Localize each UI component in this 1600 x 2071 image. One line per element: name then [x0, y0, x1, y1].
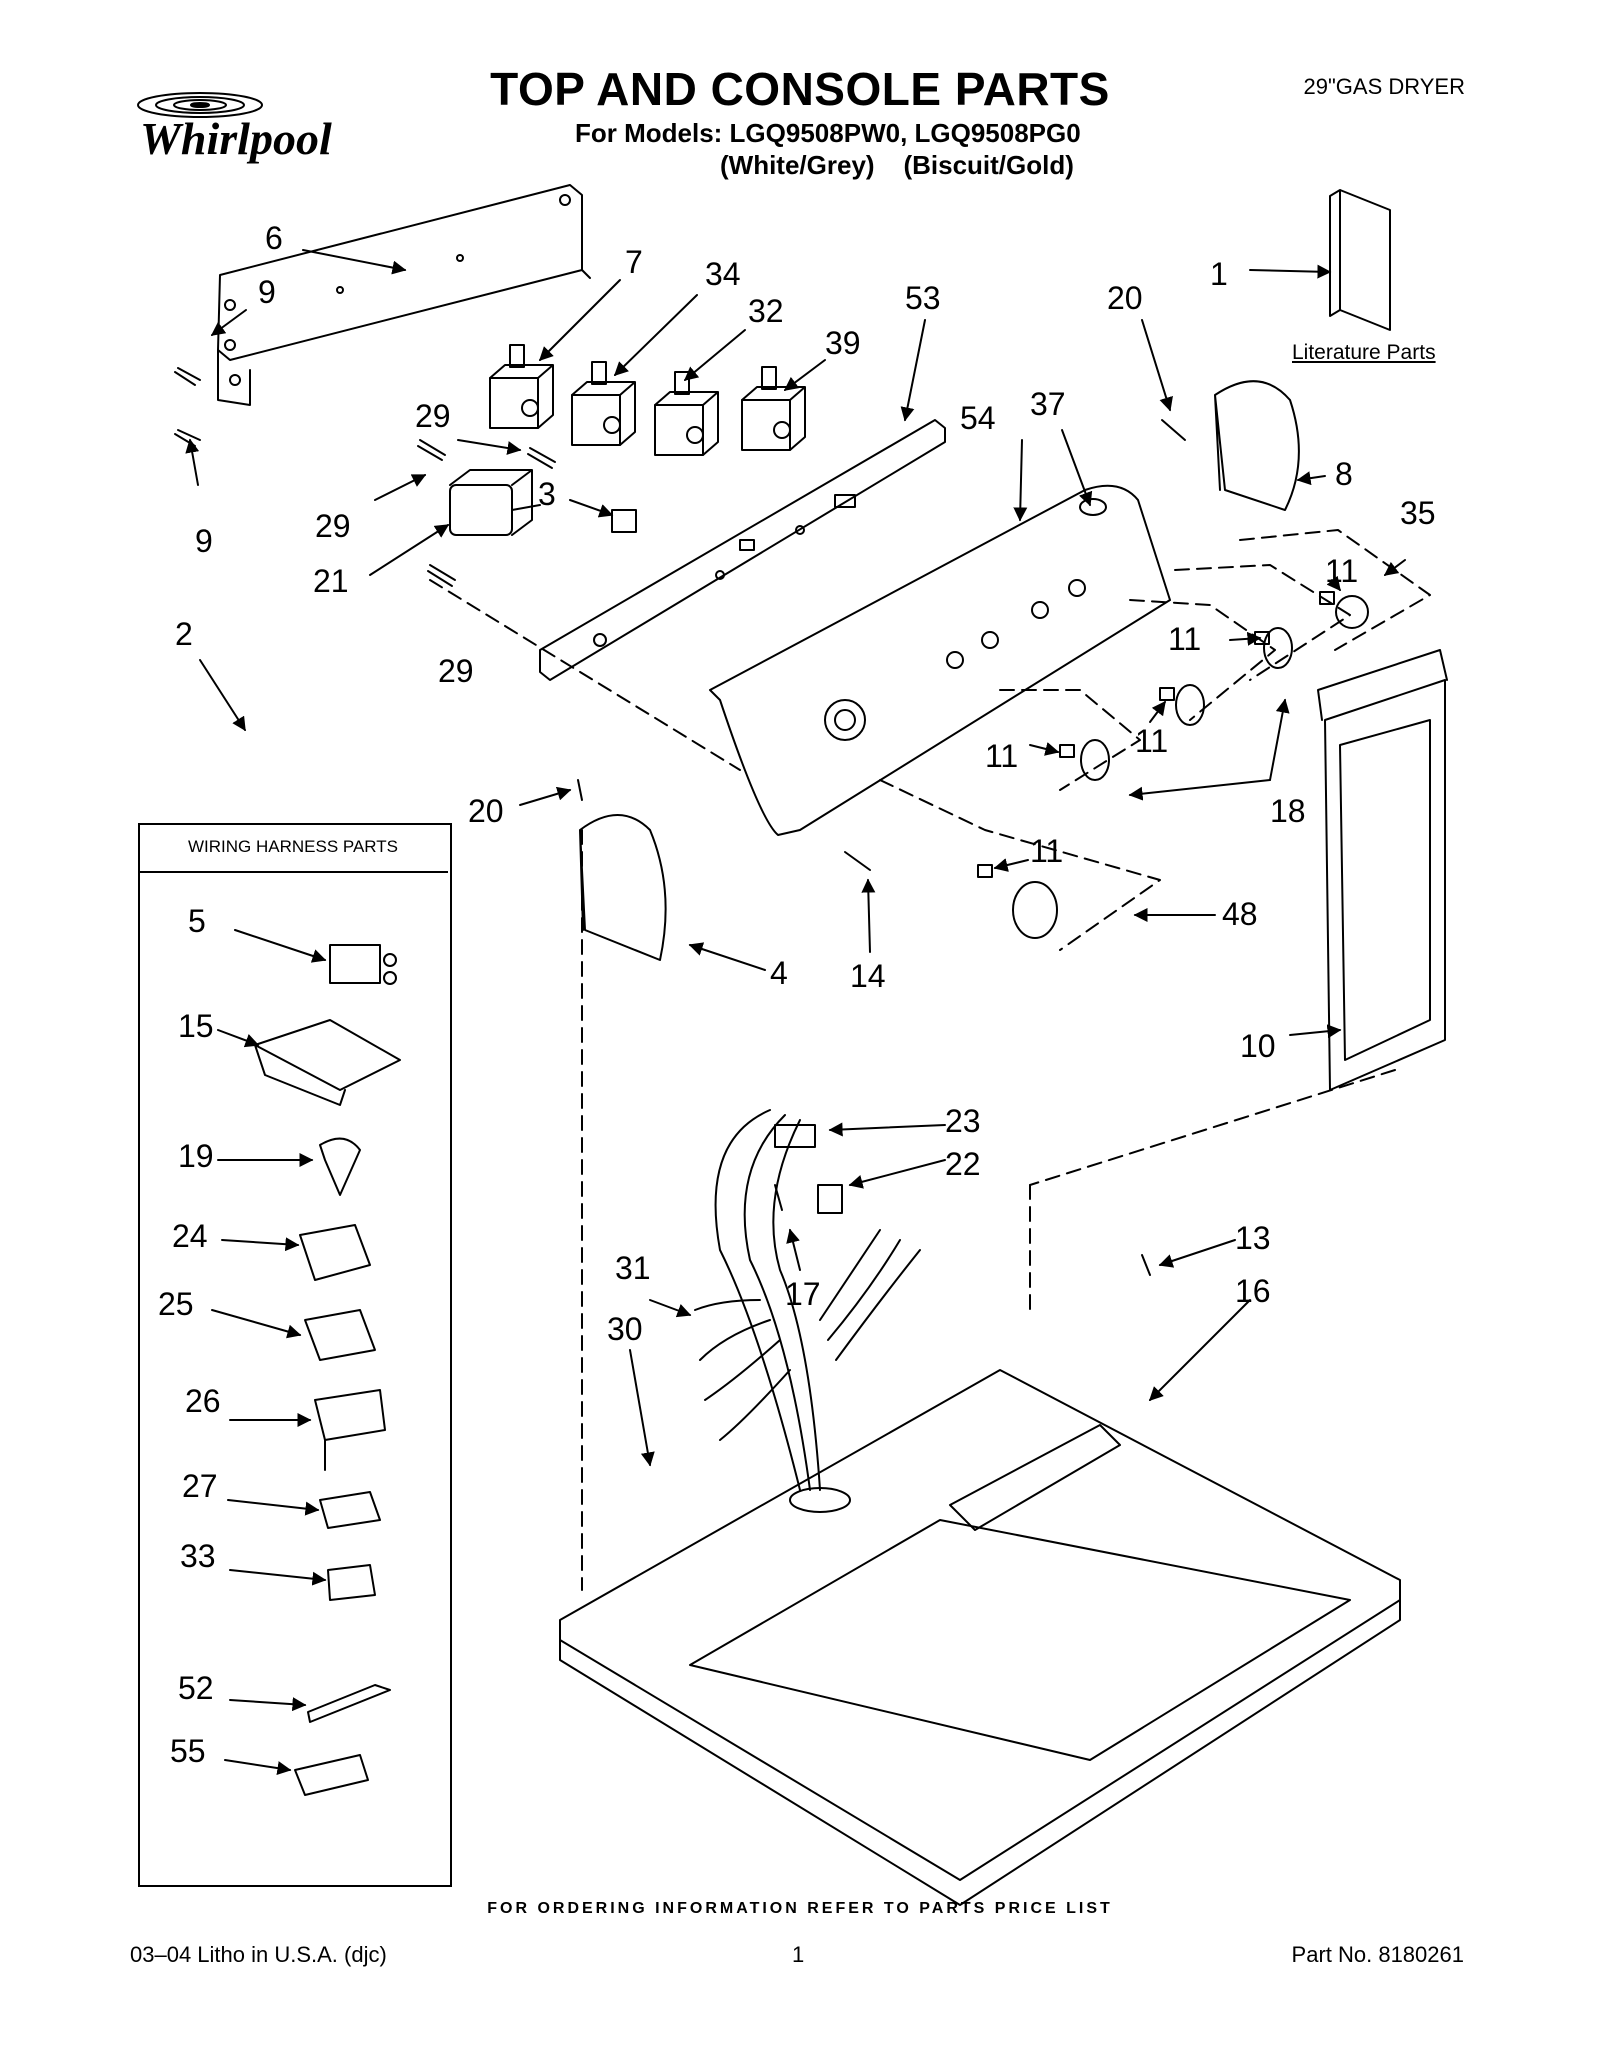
callout-25: 25 — [158, 1286, 194, 1322]
connector-part-24 — [299, 1224, 371, 1281]
models-line: For Models: LGQ9508PW0, LGQ9508PG0 — [575, 118, 1081, 148]
page-number: 1 — [792, 1942, 805, 1967]
callout-11: 11 — [1325, 553, 1359, 589]
exploded-view-lines — [429, 529, 1431, 1591]
callout-11: 11 — [985, 738, 1019, 774]
control-switch-32 — [654, 371, 719, 456]
callout-11: 11 — [1030, 833, 1064, 869]
control-switch-34 — [571, 361, 636, 446]
connector-part-27 — [319, 1491, 381, 1529]
callout-9: 9 — [195, 523, 213, 559]
callout-39: 39 — [825, 325, 861, 361]
connector-part-25 — [304, 1309, 376, 1361]
ordering-note: FOR ORDERING INFORMATION REFER TO PARTS … — [487, 1900, 1113, 1917]
literature-label: Literature Parts — [1292, 341, 1436, 364]
callout-20: 20 — [1107, 280, 1143, 316]
callout-14: 14 — [850, 958, 886, 994]
litho-note: 03–04 Litho in U.S.A. (djc) — [130, 1942, 387, 1967]
part-number: Part No. 8180261 — [1291, 1942, 1464, 1967]
connector-part-26 — [314, 1389, 386, 1471]
wiring-harness-part — [694, 1109, 921, 1491]
callout-13: 13 — [1235, 1220, 1271, 1256]
brand-logo: Whirlpool — [140, 113, 332, 164]
callout-27: 27 — [182, 1468, 218, 1504]
console-part — [709, 484, 1171, 836]
callout-1: 1 — [1210, 256, 1228, 292]
callout-2: 2 — [175, 616, 193, 652]
callout-22: 22 — [945, 1146, 981, 1182]
callout-16: 16 — [1235, 1273, 1271, 1309]
connector-part-15 — [254, 1019, 401, 1106]
back-panel-part — [217, 184, 591, 406]
callout-29: 29 — [415, 398, 451, 434]
callout-10: 10 — [1240, 1028, 1276, 1064]
literature-part — [1329, 189, 1391, 331]
callout-31: 31 — [615, 1250, 651, 1286]
callout-29: 29 — [438, 653, 474, 689]
callout-9: 9 — [258, 274, 276, 310]
callout-24: 24 — [172, 1218, 208, 1254]
leader-arrows — [185, 249, 1406, 1776]
clip-part-19 — [319, 1137, 361, 1196]
control-switch-39 — [741, 366, 806, 451]
console-bracket-part — [539, 419, 946, 681]
connector-part-55 — [294, 1754, 369, 1796]
callout-7: 7 — [625, 244, 643, 280]
callout-54: 54 — [960, 400, 996, 436]
callout-29: 29 — [315, 508, 351, 544]
connector-part-5 — [329, 944, 397, 985]
control-switch-7 — [489, 344, 554, 429]
callout-32: 32 — [748, 293, 784, 329]
callout-5: 5 — [188, 903, 206, 939]
end-cap-right — [1214, 380, 1300, 511]
callout-21: 21 — [313, 563, 349, 599]
callout-11: 11 — [1168, 621, 1202, 657]
wiring-harness-box-title: WIRING HARNESS PARTS — [138, 823, 448, 873]
callout-11: 11 — [1135, 723, 1169, 759]
end-cap-left — [579, 814, 667, 961]
dryer-top-part — [559, 1369, 1401, 1906]
knob-parts — [1012, 595, 1369, 939]
callout-35: 35 — [1400, 495, 1436, 531]
callout-26: 26 — [185, 1383, 221, 1419]
product-type: 29"GAS DRYER — [1303, 74, 1465, 99]
callout-33: 33 — [180, 1538, 216, 1574]
whirlpool-logo-icon — [137, 92, 263, 118]
clip-part — [611, 509, 637, 533]
callout-20: 20 — [468, 793, 504, 829]
callout-55: 55 — [170, 1733, 206, 1769]
callout-8: 8 — [1335, 456, 1353, 492]
callout-34: 34 — [705, 256, 741, 292]
callout-37: 37 — [1030, 386, 1066, 422]
callout-30: 30 — [607, 1311, 643, 1347]
callout-52: 52 — [178, 1670, 214, 1706]
callout-17: 17 — [785, 1276, 821, 1312]
callout-23: 23 — [945, 1103, 981, 1139]
callout-53: 53 — [905, 280, 941, 316]
timer-part — [449, 469, 541, 536]
page-title: TOP AND CONSOLE PARTS — [490, 63, 1110, 115]
callout-6: 6 — [265, 220, 283, 256]
callout-19: 19 — [178, 1138, 214, 1174]
callout-18: 18 — [1270, 793, 1306, 829]
callout-15: 15 — [178, 1008, 214, 1044]
terminal-part-52 — [307, 1684, 391, 1723]
colors-line: (White/Grey) (Biscuit/Gold) — [720, 150, 1074, 180]
lint-screen-part — [1317, 649, 1448, 1091]
connector-part-33 — [327, 1564, 376, 1601]
callout-4: 4 — [770, 955, 788, 991]
wiring-harness-box — [138, 823, 452, 1887]
callout-48: 48 — [1222, 896, 1258, 932]
callout-3: 3 — [538, 476, 556, 512]
